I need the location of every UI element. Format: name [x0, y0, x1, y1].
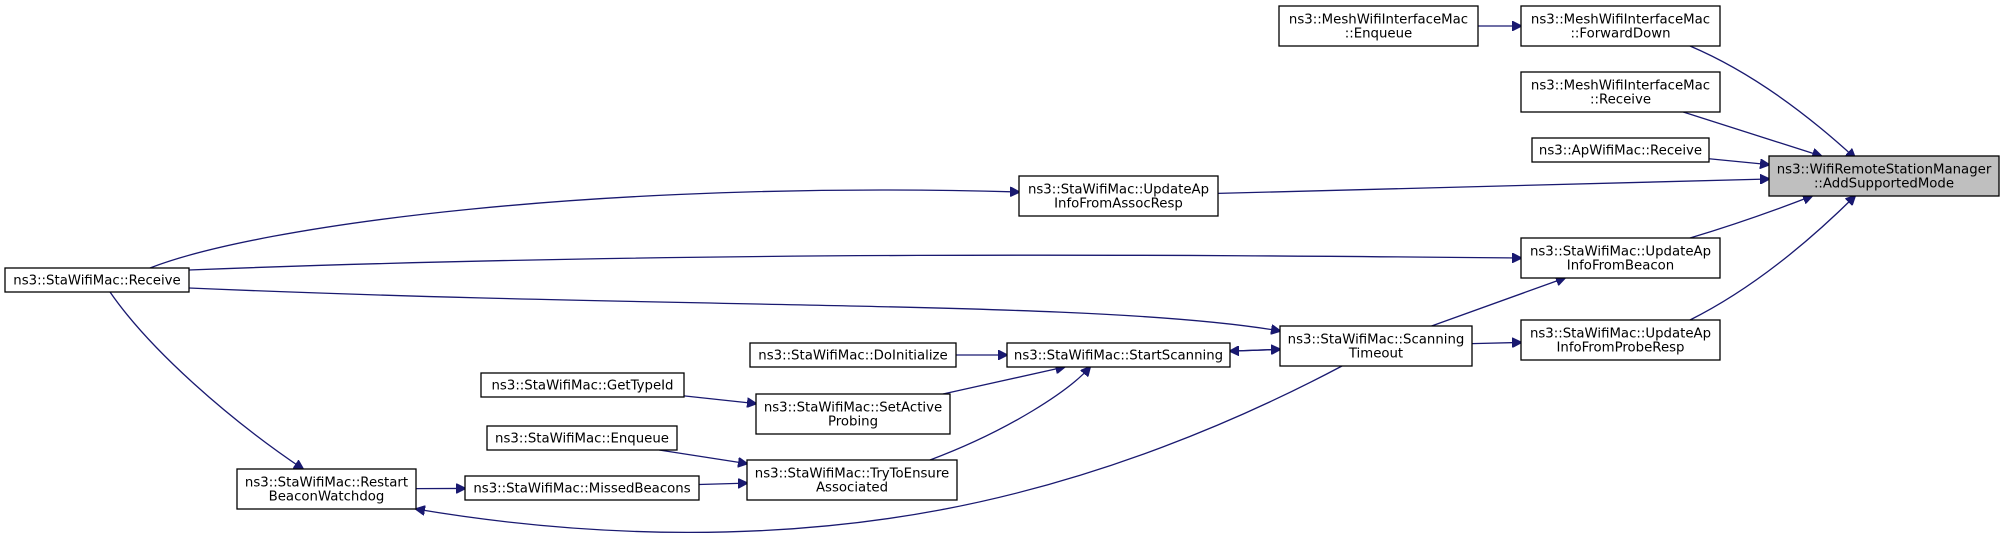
node-label: ns3::StaWifiMac::Receive [13, 274, 180, 289]
edge-get_type-to-set_active [683, 395, 756, 404]
edge-upd_probe-to-root [1689, 196, 1855, 321]
node-label: ns3::StaWifiMac::StartScanning [1014, 349, 1223, 364]
edges-layer [109, 26, 1855, 534]
node-label: ns3::MeshWifiInterfaceMac [1531, 79, 1710, 94]
nodes-layer: ns3::WifiRemoteStationManager::AddSuppor… [4, 5, 2000, 510]
edge-sta_recv-to-upd_beacon [188, 255, 1521, 271]
node-label: ns3::StaWifiMac::MissedBeacons [473, 482, 690, 497]
node-label: ns3::StaWifiMac::UpdateAp [1028, 183, 1209, 198]
node-label: ns3::StaWifiMac::SetActive [764, 401, 942, 416]
node-box [1520, 5, 1721, 47]
node-box [755, 393, 951, 435]
node-root[interactable]: ns3::WifiRemoteStationManager::AddSuppor… [1768, 155, 2000, 197]
node-label: ns3::ApWifiMac::Receive [1539, 144, 1702, 159]
edge-mesh_recv-to-root [1683, 111, 1821, 156]
node-label: ::AddSupportedMode [1814, 177, 1954, 192]
edge-scan_timeout-to-start_scan [1230, 349, 1281, 351]
node-label: InfoFromProbeResp [1556, 341, 1684, 356]
node-mesh-recv[interactable]: ns3::MeshWifiInterfaceMac::Receive [1520, 71, 1721, 113]
node-box [1278, 5, 1479, 47]
edge-sta_recv-to-restart [109, 291, 303, 469]
node-box [486, 425, 678, 451]
node-do-init[interactable]: ns3::StaWifiMac::DoInitialize [749, 342, 957, 368]
node-label: ::Enqueue [1345, 27, 1412, 42]
node-box [746, 459, 958, 501]
edge-sta_recv-to-upd_assoc [149, 190, 1019, 269]
node-label: ::ForwardDown [1570, 27, 1670, 42]
node-label: InfoFromBeacon [1567, 259, 1674, 274]
node-label: ns3::MeshWifiInterfaceMac [1289, 13, 1468, 28]
node-label: ns3::StaWifiMac::UpdateAp [1530, 245, 1711, 260]
edge-try_ensure-to-start_scan [929, 367, 1090, 461]
edge-upd_beacon-to-root [1689, 196, 1812, 239]
node-label: ns3::StaWifiMac::TryToEnsure [755, 467, 949, 482]
node-box [1531, 137, 1710, 163]
node-upd-assoc[interactable]: ns3::StaWifiMac::UpdateApInfoFromAssocRe… [1018, 175, 1219, 217]
node-box [236, 468, 417, 510]
node-label: ns3::MeshWifiInterfaceMac [1531, 13, 1710, 28]
edge-sta_recv-to-scan_timeout [188, 287, 1280, 331]
node-box [1279, 325, 1473, 367]
node-label: Probing [828, 415, 878, 430]
node-box [480, 372, 685, 398]
node-label: ns3::StaWifiMac::Scanning [1288, 333, 1465, 348]
node-label: ns3::StaWifiMac::UpdateAp [1530, 327, 1711, 342]
edge-scan_timeout-to-upd_beacon [1431, 278, 1565, 327]
node-label: ns3::StaWifiMac::Enqueue [495, 432, 669, 447]
node-start-scan[interactable]: ns3::StaWifiMac::StartScanning [1006, 342, 1231, 368]
node-get-type[interactable]: ns3::StaWifiMac::GetTypeId [480, 372, 685, 398]
node-box [1520, 71, 1721, 113]
edge-scan_timeout-to-restart [416, 365, 1343, 534]
node-sta-recv[interactable]: ns3::StaWifiMac::Receive [4, 267, 190, 293]
node-label: ns3::StaWifiMac::Restart [245, 476, 408, 491]
edge-set_active-to-start_scan [942, 367, 1065, 395]
node-box [1768, 155, 2000, 197]
edge-mesh_fwd-to-root [1689, 45, 1855, 158]
edge-scan_timeout-to-upd_probe [1471, 342, 1521, 343]
node-box [1520, 237, 1721, 279]
node-upd-probe[interactable]: ns3::StaWifiMac::UpdateApInfoFromProbeRe… [1520, 319, 1721, 361]
node-label: BeaconWatchdog [269, 490, 385, 505]
node-label: ::Receive [1590, 93, 1651, 108]
node-box [749, 342, 957, 368]
node-missed[interactable]: ns3::StaWifiMac::MissedBeacons [464, 475, 700, 501]
node-label: Timeout [1348, 347, 1403, 362]
node-label: ns3::StaWifiMac::GetTypeId [492, 379, 674, 394]
node-label: ns3::WifiRemoteStationManager [1777, 163, 1992, 178]
edge-missed-to-try_ensure [698, 483, 747, 484]
node-box [1006, 342, 1231, 368]
node-box [4, 267, 190, 293]
node-mesh-fwd[interactable]: ns3::MeshWifiInterfaceMac::ForwardDown [1520, 5, 1721, 47]
edge-ap_recv-to-root [1708, 158, 1769, 165]
node-box [464, 475, 700, 501]
node-label: InfoFromAssocResp [1054, 197, 1183, 212]
node-mesh-enq[interactable]: ns3::MeshWifiInterfaceMac::Enqueue [1278, 5, 1479, 47]
node-label: Associated [816, 481, 888, 496]
node-box [1520, 319, 1721, 361]
node-box [1018, 175, 1219, 217]
node-sta-enq[interactable]: ns3::StaWifiMac::Enqueue [486, 425, 678, 451]
node-label: ns3::StaWifiMac::DoInitialize [758, 349, 947, 364]
edge-upd_assoc-to-root [1217, 179, 1769, 195]
edge-sta_enq-to-try_ensure [659, 449, 747, 464]
node-ap-recv[interactable]: ns3::ApWifiMac::Receive [1531, 137, 1710, 163]
